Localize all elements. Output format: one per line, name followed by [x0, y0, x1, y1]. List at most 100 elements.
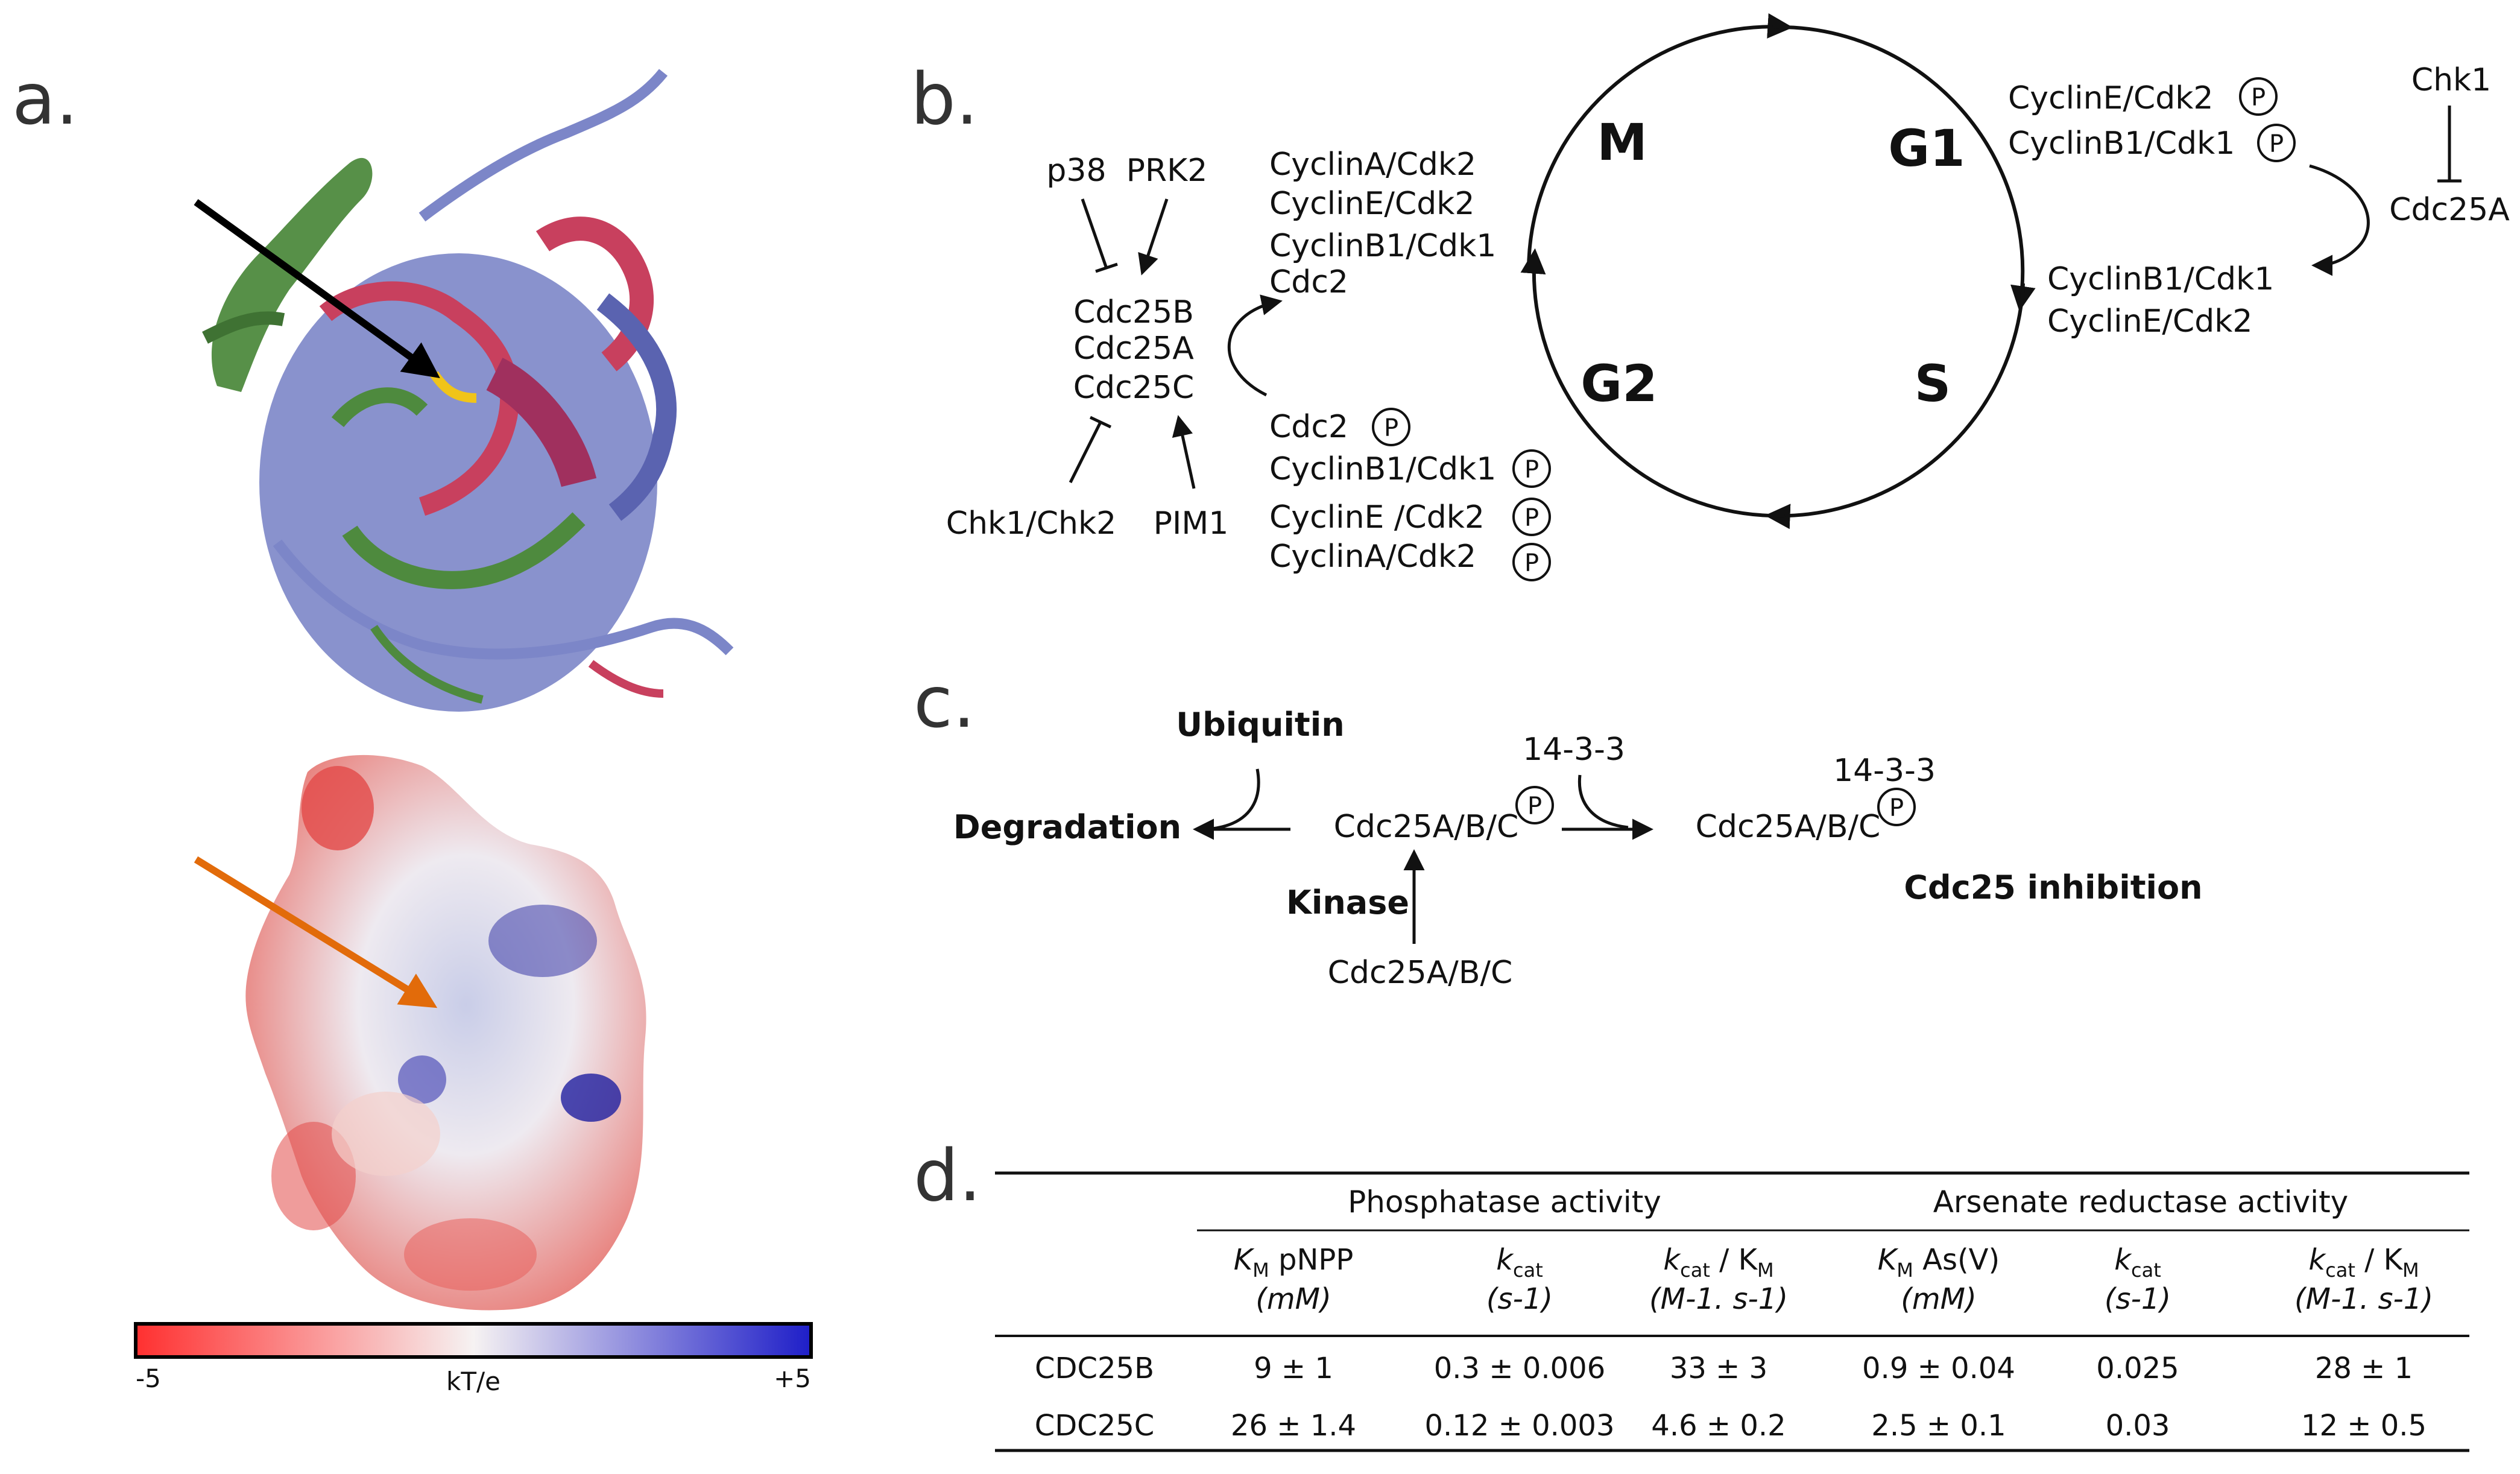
degradation-label: Degradation	[953, 808, 1181, 846]
phospho-marker	[2257, 124, 2296, 162]
cdc25a-right-label: Cdc25A	[2389, 192, 2510, 228]
phospho-marker	[1372, 408, 1410, 446]
active-site-arrow-black	[194, 199, 440, 379]
regulator-chk1-chk2: Chk1/Chk2	[946, 505, 1116, 542]
protein-cartoon	[202, 69, 734, 712]
phospho-complex-1: Cdc2	[1269, 409, 1348, 445]
table-cell: 0.12 ± 0.003	[1424, 1409, 1614, 1443]
cell-cycle	[1520, 13, 2036, 530]
phospho-marker	[1512, 449, 1551, 488]
column-header: kcat	[2114, 1243, 2161, 1282]
active-complex-3: CyclinB1/Cdk1	[1269, 228, 1496, 264]
column-unit: (s-1)	[1486, 1282, 1553, 1316]
phospho-symbol: P	[2269, 130, 2284, 158]
regulator-prk2: PRK2	[1126, 153, 1208, 189]
table-body: CDC25B 9 ± 1 0.3 ± 0.006 33 ± 3 0.9 ± 0.04 0.…	[1035, 1352, 2427, 1443]
dephosphorylation-arrow	[1227, 294, 1283, 397]
ubiquitin-label: Ubiquitin	[1176, 706, 1344, 744]
chk-inhibition-line	[1069, 421, 1102, 484]
column-unit: (M-1. s-1)	[2294, 1282, 2433, 1316]
phospho-symbol: P	[1524, 504, 1539, 532]
potential-colorbar	[134, 1322, 813, 1359]
cdc25-bound-label: Cdc25A/B/C	[1696, 809, 1881, 845]
right-active-2: CyclinE/Cdk2	[2047, 303, 2252, 340]
column-unit: (s-1)	[2105, 1282, 2171, 1316]
table-cell: 0.3 ± 0.006	[1434, 1352, 1605, 1385]
phase-g1: G1	[1888, 119, 1965, 178]
phase-s: S	[1915, 354, 1951, 413]
electrostatic-surface	[245, 754, 646, 1311]
active-site-arrow-orange	[194, 856, 438, 1008]
table-column-headers: KM pNPP(mM)kcat(s-1)kcat / KM(M-1. s-1)K…	[1234, 1243, 2433, 1316]
column-header: kcat / KM	[1663, 1243, 1773, 1282]
right-phospho-2: CyclinB1/Cdk1	[2008, 125, 2235, 162]
colorbar-max: +5	[774, 1364, 811, 1393]
table-row-name: CDC25B	[1035, 1352, 1154, 1385]
regulator-pim1: PIM1	[1154, 505, 1229, 542]
phase-g2: G2	[1581, 354, 1657, 413]
phospho-symbol: P	[1384, 414, 1398, 442]
p38-inhibition-line	[1081, 198, 1108, 269]
table-cell: 9 ± 1	[1254, 1352, 1333, 1385]
active-complex-1: CyclinA/Cdk2	[1269, 147, 1476, 183]
table-cell: 4.6 ± 0.2	[1651, 1409, 1786, 1443]
cdc25-inhibition-label: Cdc25 inhibition	[1904, 868, 2202, 906]
table-cell: 0.9 ± 0.04	[1862, 1352, 2015, 1385]
panel-label-c: c.	[914, 660, 975, 744]
phospho-complex-4: CyclinA/Cdk2	[1269, 539, 1476, 575]
prk2-activation-arrow	[1138, 198, 1169, 276]
table-cell: 28 ± 1	[2315, 1352, 2413, 1385]
protein-14-3-3-left: 14-3-3	[1523, 732, 1625, 768]
panel-label-a: a.	[12, 57, 78, 141]
table-cell: 0.025	[2096, 1352, 2179, 1385]
right-active-1: CyclinB1/Cdk1	[2047, 261, 2274, 297]
cdc25b-label: Cdc25B	[1073, 294, 1194, 331]
chk1-label: Chk1	[2411, 62, 2491, 98]
phospho-complex-2: CyclinB1/Cdk1	[1269, 451, 1496, 487]
column-unit: (mM)	[1255, 1282, 1331, 1316]
table-cell: 12 ± 0.5	[2301, 1409, 2427, 1443]
kinase-label: Kinase	[1286, 884, 1409, 922]
table-cell: 2.5 ± 0.1	[1871, 1409, 2006, 1443]
phospho-symbol: P	[1527, 792, 1542, 820]
column-header: kcat	[1496, 1243, 1543, 1282]
panel-label-d: d.	[914, 1134, 981, 1217]
phospho-marker	[1512, 498, 1551, 536]
phospho-marker	[2239, 77, 2278, 116]
cdc25-phospho-label: Cdc25A/B/C	[1334, 809, 1519, 845]
table-cell: 26 ± 1.4	[1231, 1409, 1356, 1443]
p38-inhibition-bar	[1095, 262, 1118, 273]
table-cell: 0.03	[2106, 1409, 2170, 1443]
chk-inhibition-bar	[1089, 416, 1112, 429]
panel-label-b: b.	[911, 57, 978, 141]
phospho-symbol: P	[2251, 84, 2266, 112]
group-header-phosphatase: Phosphatase activity	[1348, 1185, 1661, 1219]
column-unit: (M-1. s-1)	[1649, 1282, 1788, 1316]
binding-curve	[1577, 774, 1629, 829]
group-header-arsenate: Arsenate reductase activity	[1933, 1185, 2349, 1219]
column-unit: (mM)	[1901, 1282, 1977, 1316]
phospho-marker	[1877, 788, 1916, 826]
cdc25-unphos-label: Cdc25A/B/C	[1328, 955, 1513, 991]
table-cell: 33 ± 3	[1670, 1352, 1767, 1385]
phospho-complex-3: CyclinE /Cdk2	[1269, 499, 1485, 536]
right-phospho-1: CyclinE/Cdk2	[2008, 80, 2213, 116]
column-header: KM pNPP	[1234, 1243, 1354, 1282]
phospho-marker	[1512, 543, 1551, 581]
protein-14-3-3-right: 14-3-3	[1833, 753, 1936, 789]
column-header: KM As(V)	[1878, 1243, 2000, 1282]
pim1-activation-arrow	[1172, 415, 1196, 489]
cdc25a-activation-arrow	[2309, 164, 2370, 276]
cdc25a-label: Cdc25A	[1073, 331, 1194, 367]
cdc25c-label: Cdc25C	[1073, 370, 1194, 406]
active-complex-4: Cdc2	[1269, 264, 1348, 300]
phase-m: M	[1597, 113, 1647, 172]
phospho-symbol: P	[1524, 456, 1539, 484]
colorbar-unit: kT/e	[446, 1367, 501, 1396]
phospho-symbol: P	[1524, 549, 1539, 577]
phospho-marker	[1515, 786, 1554, 824]
column-header: kcat / KM	[2308, 1243, 2419, 1282]
active-complex-2: CyclinE/Cdk2	[1269, 186, 1474, 222]
colorbar-min: -5	[136, 1364, 161, 1393]
